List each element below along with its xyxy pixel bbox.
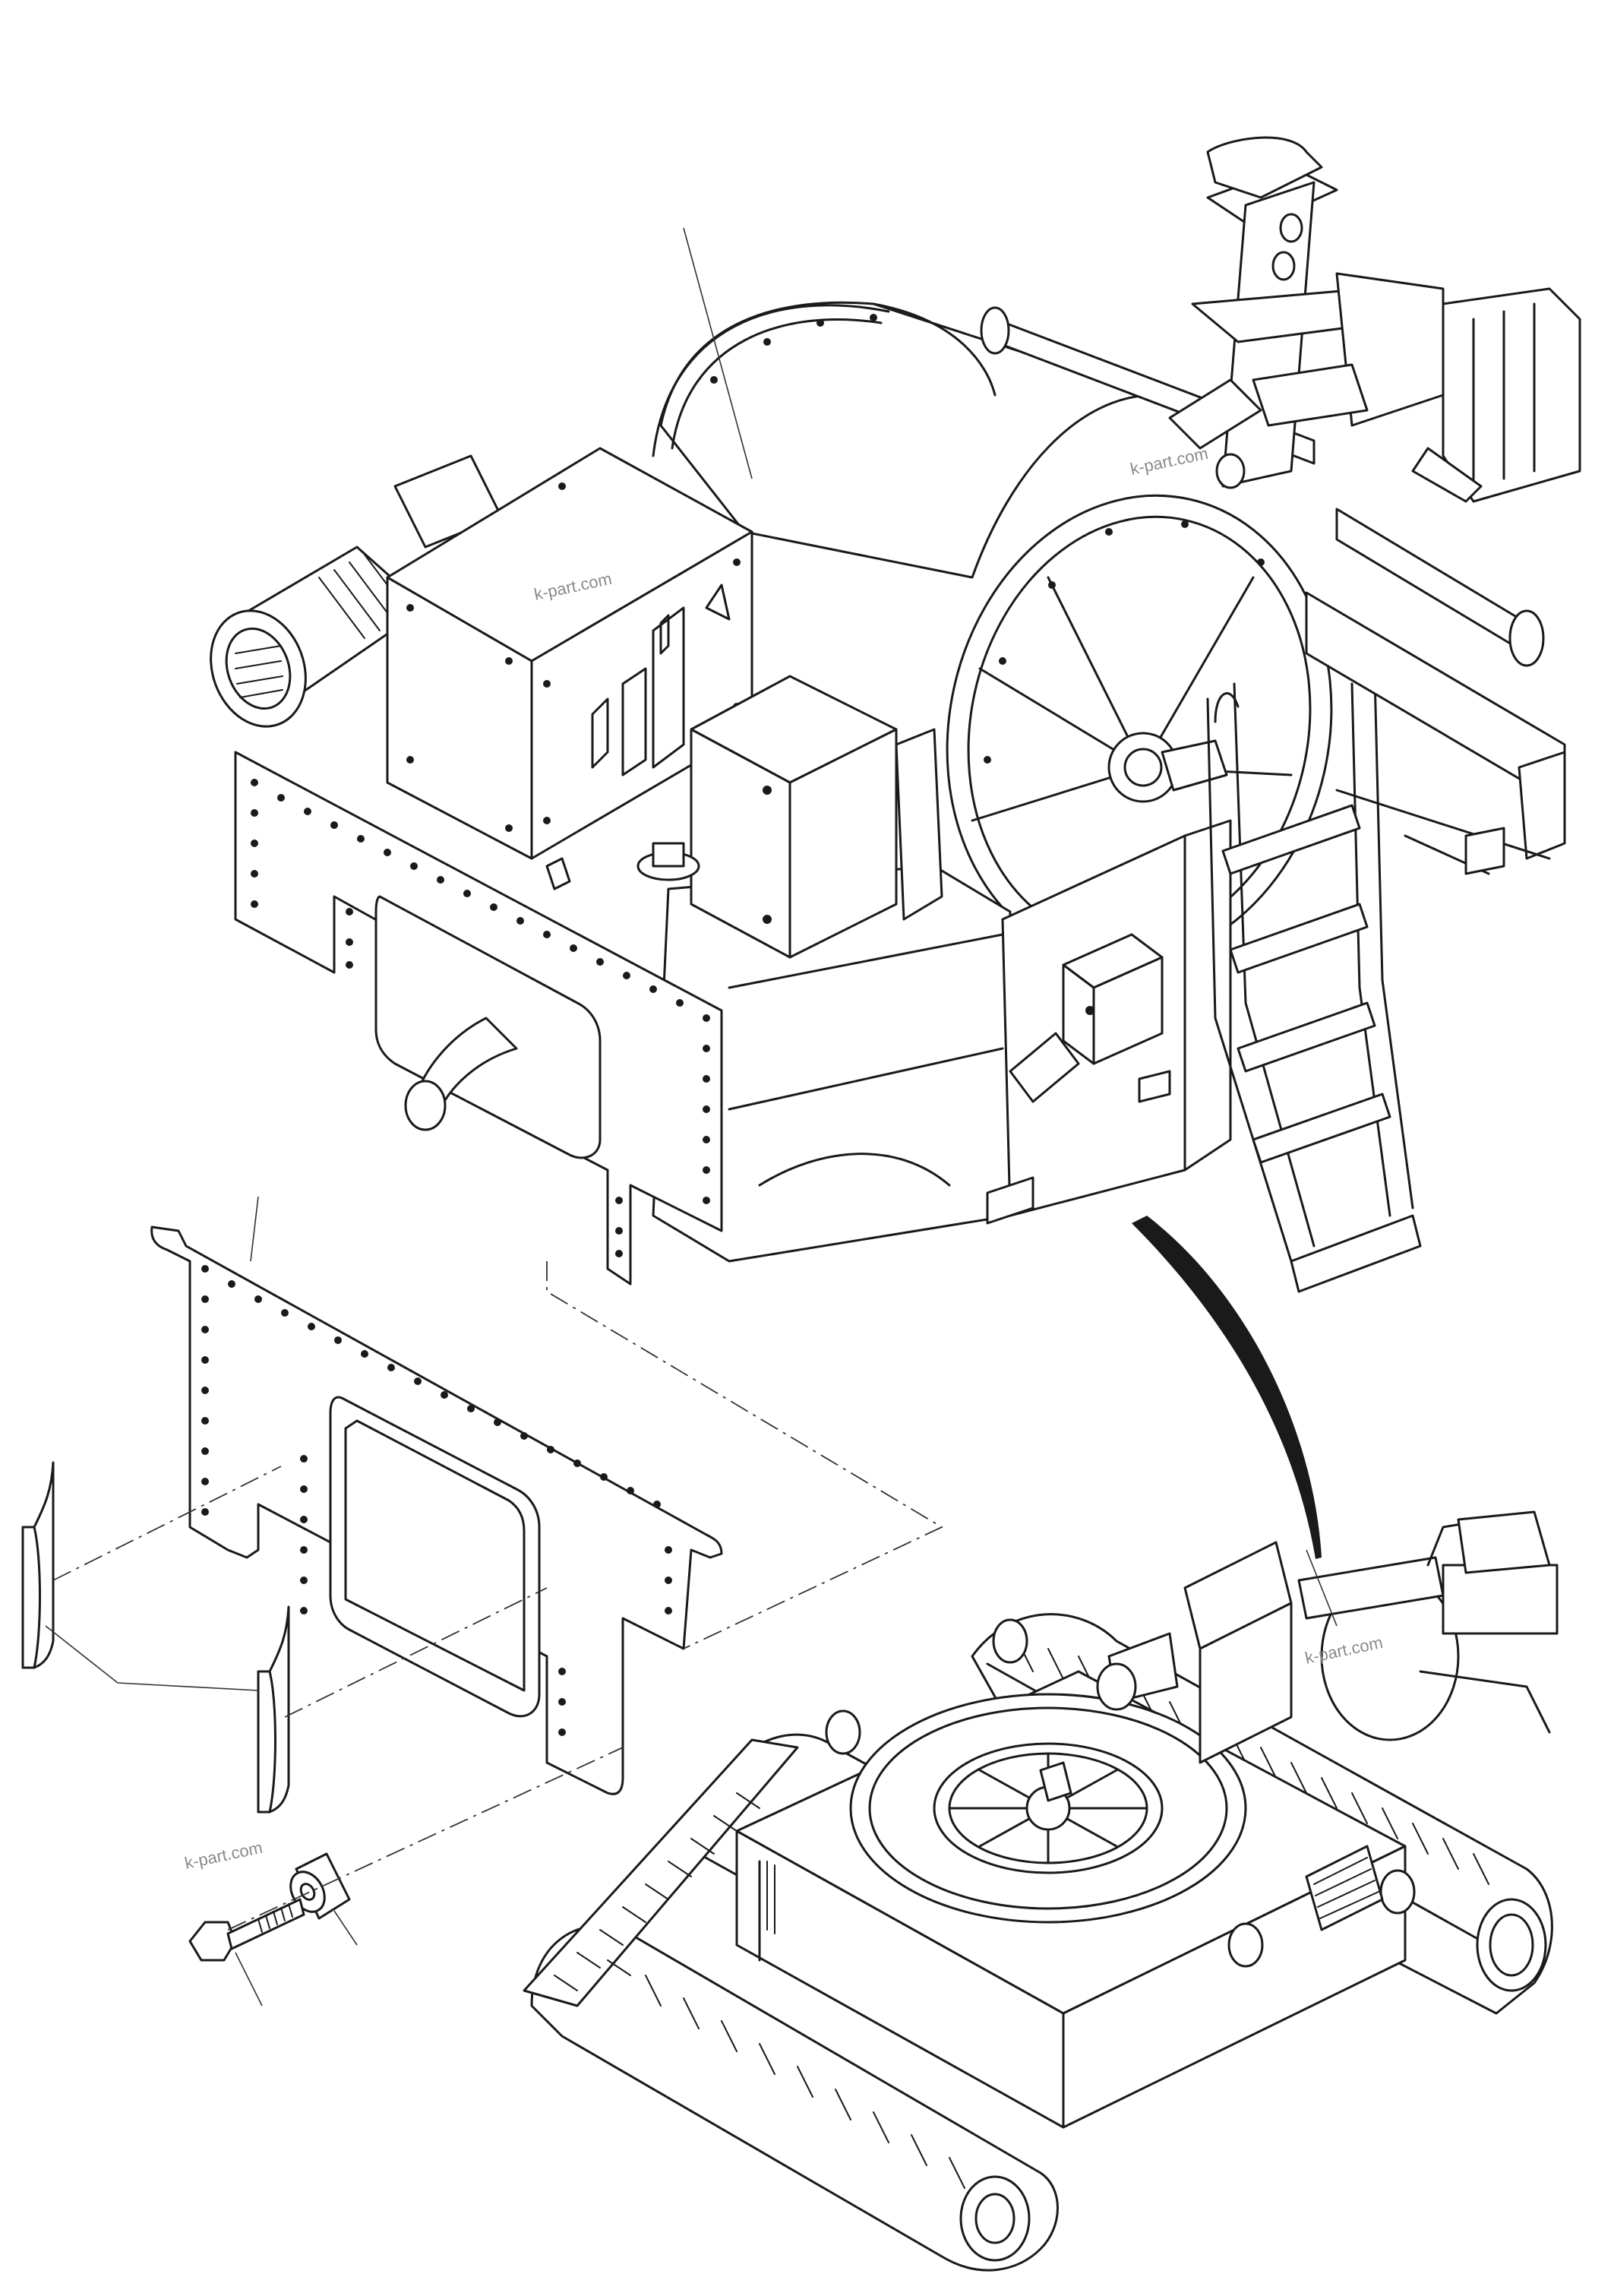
valve-box	[1009, 933, 1164, 1103]
junction-box	[636, 675, 943, 959]
cable-guide-arm	[1168, 136, 1581, 503]
assembly-dash-lines	[52, 1261, 943, 1931]
hex-bolt	[188, 1898, 305, 1962]
winch-on-machine	[1096, 1510, 1559, 1764]
plate-bolt-holes	[251, 779, 710, 1257]
cable-drum	[652, 301, 1333, 965]
vent-grille	[1305, 1845, 1384, 1931]
slewing-ring	[849, 1693, 1247, 1924]
track-rollers	[825, 1618, 1416, 1968]
shim-plates	[21, 1461, 290, 1814]
machine-overview	[523, 1510, 1559, 2272]
side-mount-plate	[234, 751, 723, 1286]
frame-feet	[986, 827, 1505, 1225]
winch-assembly	[210, 136, 1581, 1293]
access-ladder	[1206, 638, 1422, 1293]
exploded-parts	[21, 1196, 943, 2007]
leader-line-overview	[1306, 1549, 1338, 1627]
watermark-text: k-part.com	[1129, 444, 1210, 479]
electrical-cabinet	[386, 447, 753, 890]
mounting-plate-holes	[201, 1265, 672, 1736]
leader-line-drum	[683, 227, 753, 479]
watermark-text: k-part.com	[183, 1838, 264, 1873]
part-leader-lines	[45, 1196, 358, 2007]
electric-motor	[210, 454, 503, 728]
mounting-plate-part	[150, 1225, 723, 1795]
